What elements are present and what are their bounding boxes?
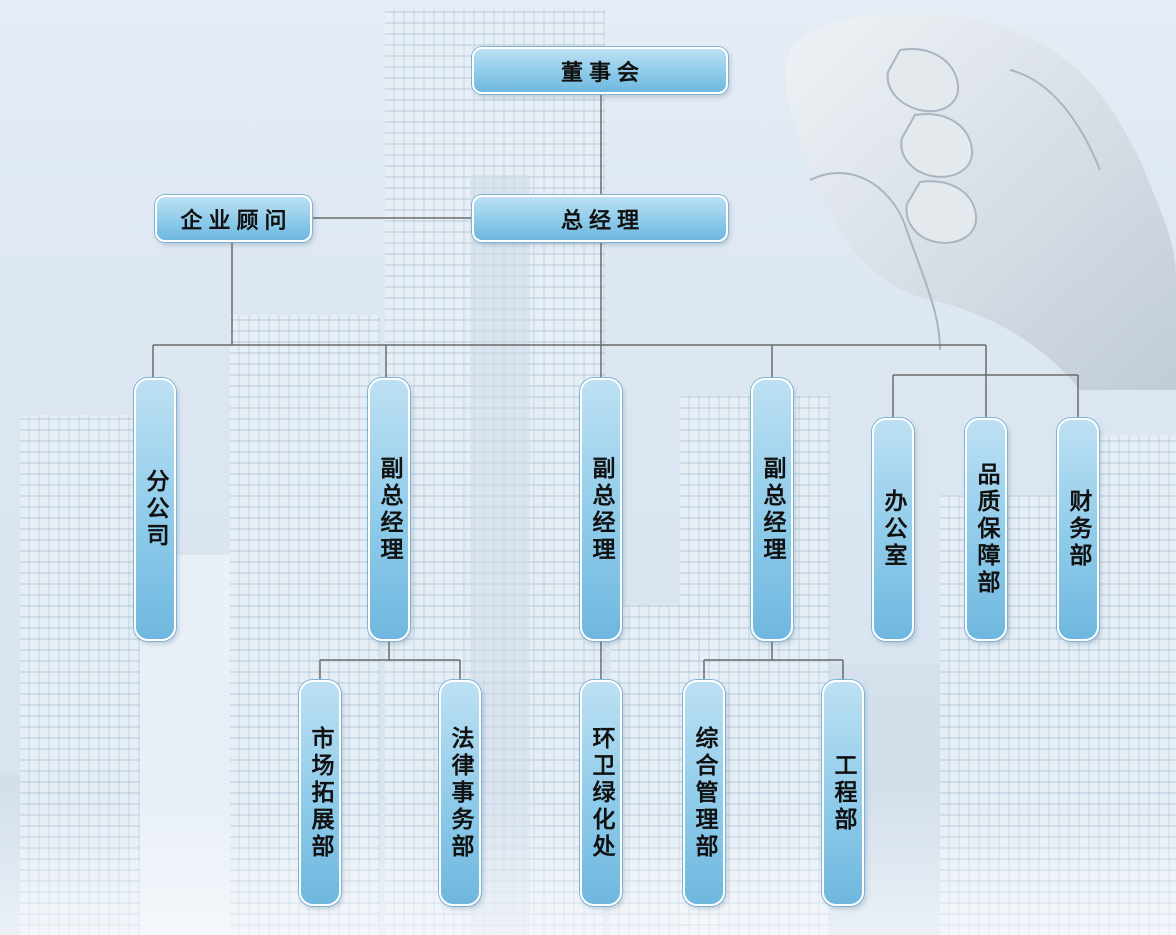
general-manager-label: 总经理 [560, 208, 645, 234]
office-label: 办公室 [880, 489, 906, 570]
sanitation-box: 环卫绿化处 [580, 680, 622, 906]
admin-mgmt-box: 综合管理部 [683, 680, 725, 906]
engineering-label: 工程部 [830, 752, 856, 834]
vp-2-box: 副总经理 [580, 378, 622, 641]
legal-box: 法律事务部 [439, 680, 481, 906]
admin-mgmt-label: 综合管理部 [691, 725, 717, 861]
engineering-box: 工程部 [822, 680, 864, 906]
marketing-label: 市场拓展部 [307, 725, 333, 861]
vp-1-box: 副总经理 [368, 378, 410, 641]
legal-label: 法律事务部 [447, 725, 473, 861]
board-box: 董事会 [472, 47, 728, 94]
marketing-box: 市场拓展部 [299, 680, 341, 906]
branch-label: 分公司 [142, 469, 168, 550]
general-manager-box: 总经理 [472, 195, 728, 242]
vp-3-box: 副总经理 [751, 378, 793, 641]
vp-1-label: 副总经理 [376, 455, 402, 564]
sanitation-label: 环卫绿化处 [588, 725, 614, 861]
board-label: 董事会 [560, 60, 645, 86]
vp-2-label: 副总经理 [588, 455, 614, 564]
vp-3-label: 副总经理 [759, 455, 785, 564]
finance-label: 财务部 [1065, 489, 1091, 570]
quality-box: 品质保障部 [965, 418, 1007, 641]
office-box: 办公室 [872, 418, 914, 641]
finance-box: 财务部 [1057, 418, 1099, 641]
handshake-image [785, 12, 1176, 390]
advisor-box: 企业顾问 [155, 195, 312, 242]
quality-label: 品质保障部 [973, 462, 999, 597]
advisor-label: 企业顾问 [180, 208, 293, 234]
branch-box: 分公司 [134, 378, 176, 641]
